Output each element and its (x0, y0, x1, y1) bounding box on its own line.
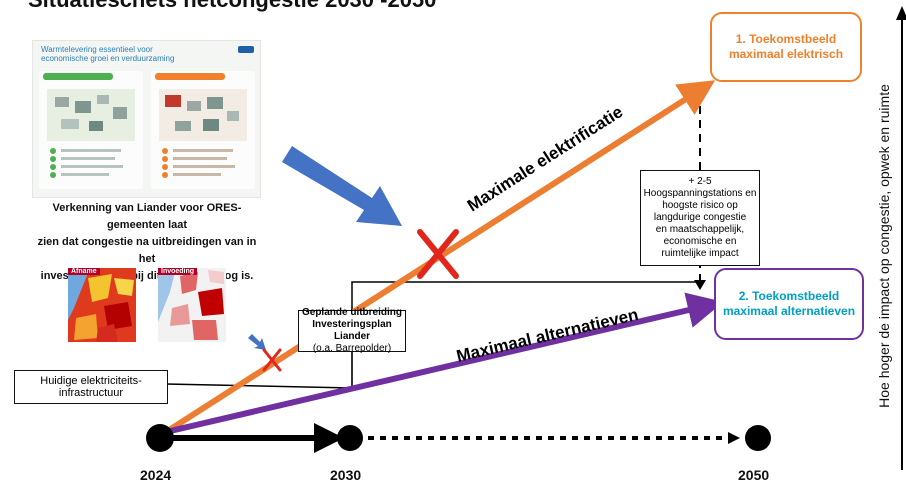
impact-arrow-head-bottom (694, 280, 706, 290)
planned-expansion-box: Geplande uitbreiding Investeringsplan Li… (298, 307, 406, 354)
electrification-path-label: Maximale elektrificatie (464, 102, 626, 215)
small-congestion-cross (262, 348, 282, 372)
timeline-node-2030 (337, 425, 363, 451)
timeline-node-2024 (146, 424, 174, 452)
map-afname: Afname (68, 268, 136, 342)
future-box-alternatives: 2. Toekomstbeeld maximaal alternatieven (714, 268, 864, 340)
timeline-node-2050 (745, 425, 771, 451)
small-pointer-arrow (248, 334, 266, 350)
map-invoeding: Invoeding (158, 268, 226, 342)
infographic-title: Warmtelevering essentieel voor economisc… (41, 45, 175, 63)
map-invoeding-label: Invoeding (158, 268, 198, 275)
big-pointer-arrow (282, 146, 402, 226)
impact-box: + 2-5 Hoogspanningstations en hoogste ri… (640, 170, 760, 266)
alternatives-path-label: Maximaal alternatieven (455, 305, 641, 366)
alternatives-path (165, 292, 724, 435)
future-box-electric: 1. Toekomstbeeld maximaal elektrisch (710, 12, 862, 82)
infographic-logo (238, 46, 254, 53)
vertical-axis-label: Hoe hoger de impact op congestie, opwek … (876, 84, 892, 408)
map-afname-label: Afname (68, 268, 100, 275)
year-label-2024: 2024 (140, 467, 172, 483)
infographic-left-illustration (47, 89, 135, 178)
year-label-2050: 2050 (738, 467, 770, 483)
current-infrastructure-box: Huidige elektriciteits- infrastructuur (14, 370, 168, 404)
big-congestion-cross (417, 229, 459, 279)
infographic-thumbnail: Warmtelevering essentieel voor economisc… (32, 40, 261, 198)
year-label-2030: 2030 (330, 467, 362, 483)
infographic-right-illustration (159, 89, 247, 178)
diagram-title: Situatieschets netcongestie 2030 -2050 (28, 0, 436, 13)
infographic-panel-right (151, 71, 255, 189)
vertical-axis-head (896, 6, 906, 20)
infographic-panel-left (39, 71, 143, 189)
timeline-dotted-head (728, 432, 740, 444)
